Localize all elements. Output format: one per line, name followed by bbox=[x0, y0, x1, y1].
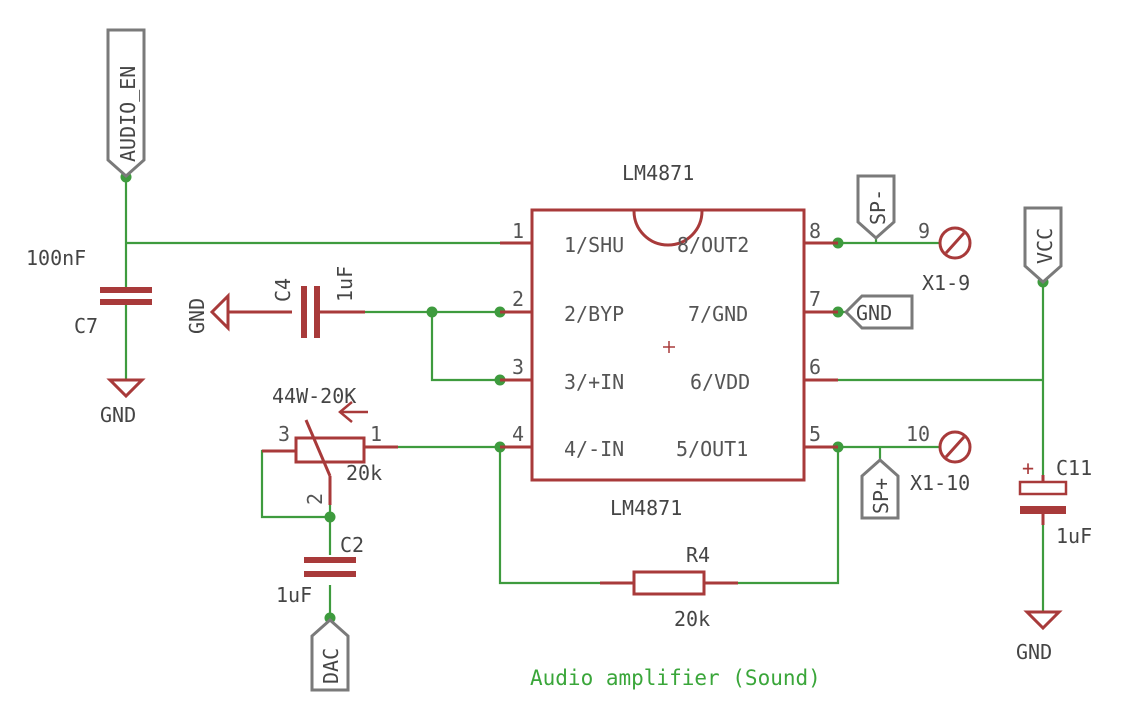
ground-symbol bbox=[1023, 610, 1063, 631]
resistor-r4[interactable]: R4 20k bbox=[600, 543, 738, 631]
c2-value: 1uF bbox=[276, 583, 312, 607]
ic-pin-label-5: 5/OUT1 bbox=[676, 437, 748, 461]
ic-pin-num-3: 3 bbox=[512, 355, 524, 379]
wire-byp-in bbox=[430, 312, 500, 382]
junction bbox=[426, 306, 438, 318]
c11-name: C11 bbox=[1056, 456, 1092, 480]
r4-value: 20k bbox=[674, 607, 710, 631]
ic-pin-leads bbox=[500, 241, 838, 449]
net-label-dac[interactable]: DAC bbox=[310, 617, 350, 692]
ic-name-top: LM4871 bbox=[622, 161, 694, 185]
pot-wiper-arrow-line bbox=[304, 419, 332, 477]
c11-plus: + bbox=[1022, 456, 1034, 480]
capacitor-c4[interactable]: C4 1uF bbox=[271, 266, 365, 338]
x1-9-pin: 9 bbox=[918, 219, 930, 243]
connector-x1-9[interactable]: 9 X1-9 bbox=[918, 219, 972, 295]
ground-symbol bbox=[209, 292, 230, 332]
c4-value: 1uF bbox=[333, 266, 357, 302]
ic-notch bbox=[632, 210, 704, 247]
connector-x1-10[interactable]: 10 X1-10 bbox=[906, 422, 972, 495]
wire-feedback bbox=[498, 447, 600, 585]
ic-pin-label-1: 1/SHU bbox=[564, 233, 624, 257]
net-label-sp-minus[interactable]: SP- bbox=[856, 174, 896, 241]
capacitor-c2[interactable]: C2 1uF bbox=[276, 533, 364, 607]
ground-c11: GND bbox=[1016, 610, 1063, 664]
wire-feedback-right bbox=[738, 447, 840, 585]
c11-value: 1uF bbox=[1056, 524, 1092, 548]
x1-9-name: X1-9 bbox=[922, 271, 970, 295]
schematic-title: Audio amplifier (Sound) bbox=[530, 666, 821, 690]
potentiometer[interactable]: 44W-20K 20k 3 1 2 bbox=[262, 384, 398, 505]
r4-name: R4 bbox=[686, 543, 710, 567]
ic-pin-label-7: 7/GND bbox=[688, 302, 748, 326]
ic-name-bottom: LM4871 bbox=[610, 496, 682, 520]
pot-name: 44W-20K bbox=[272, 384, 356, 408]
ic-pin-label-4: 4/-IN bbox=[564, 437, 624, 461]
ic-pin-label-8: 8/OUT2 bbox=[677, 233, 749, 257]
pot-pin-2: 2 bbox=[303, 493, 327, 505]
net-label-vcc-text: VCC bbox=[1033, 228, 1057, 264]
ground-left: GND bbox=[100, 378, 146, 427]
c4-name: C4 bbox=[271, 278, 295, 302]
x1-10-pin: 10 bbox=[906, 422, 930, 446]
pot-arrow-head bbox=[338, 401, 353, 423]
capacitor-c11[interactable]: + C11 1uF bbox=[1018, 456, 1092, 548]
ic-body bbox=[530, 208, 806, 482]
ground-symbol bbox=[106, 378, 146, 399]
ic-pin-num-8: 8 bbox=[809, 219, 821, 243]
ic-pin-label-6: 6/VDD bbox=[690, 370, 750, 394]
ic-pin-num-2: 2 bbox=[512, 287, 524, 311]
ic-pin-num-1: 1 bbox=[512, 219, 524, 243]
x1-10-name: X1-10 bbox=[910, 471, 970, 495]
ic-pin-label-3: 3/+IN bbox=[564, 370, 624, 394]
ground-c4: GND bbox=[185, 292, 292, 334]
c7-name: C7 bbox=[74, 314, 98, 338]
net-label-sp-minus-text: SP- bbox=[866, 189, 890, 225]
ic-pin-num-7: 7 bbox=[809, 287, 821, 311]
net-label-gnd-pin7-text: GND bbox=[856, 301, 892, 325]
pot-pin-1: 1 bbox=[370, 422, 382, 446]
c7-value: 100nF bbox=[26, 246, 86, 270]
ground-c4-label: GND bbox=[185, 298, 209, 334]
pot-pin-3: 3 bbox=[278, 422, 290, 446]
ic-pin-label-2: 2/BYP bbox=[564, 302, 624, 326]
ic-origin-cross bbox=[663, 341, 675, 353]
net-label-dac-text: DAC bbox=[319, 648, 343, 684]
junction bbox=[324, 511, 336, 523]
net-label-sp-plus-text: SP+ bbox=[869, 478, 893, 514]
ic-lm4871[interactable]: LM4871 LM4871 1/SHU 2/BYP 3/+IN 4/-IN 8/… bbox=[500, 161, 838, 520]
pot-value: 20k bbox=[346, 461, 382, 485]
c2-name: C2 bbox=[340, 533, 364, 557]
net-label-sp-plus[interactable]: SP+ bbox=[860, 457, 900, 520]
ic-pin-num-6: 6 bbox=[809, 355, 821, 379]
ground-c11-label: GND bbox=[1016, 640, 1052, 664]
net-label-audio-en[interactable]: AUDIO_EN bbox=[106, 28, 146, 179]
ground-left-label: GND bbox=[100, 403, 136, 427]
net-label-gnd-pin7[interactable]: GND bbox=[843, 294, 914, 330]
net-label-vcc[interactable]: VCC bbox=[1023, 206, 1063, 285]
net-label-audio-en-text: AUDIO_EN bbox=[116, 66, 140, 162]
capacitor-c7[interactable]: 100nF C7 bbox=[26, 246, 152, 338]
ic-pin-num-4: 4 bbox=[512, 422, 524, 446]
ic-pin-num-5: 5 bbox=[809, 422, 821, 446]
